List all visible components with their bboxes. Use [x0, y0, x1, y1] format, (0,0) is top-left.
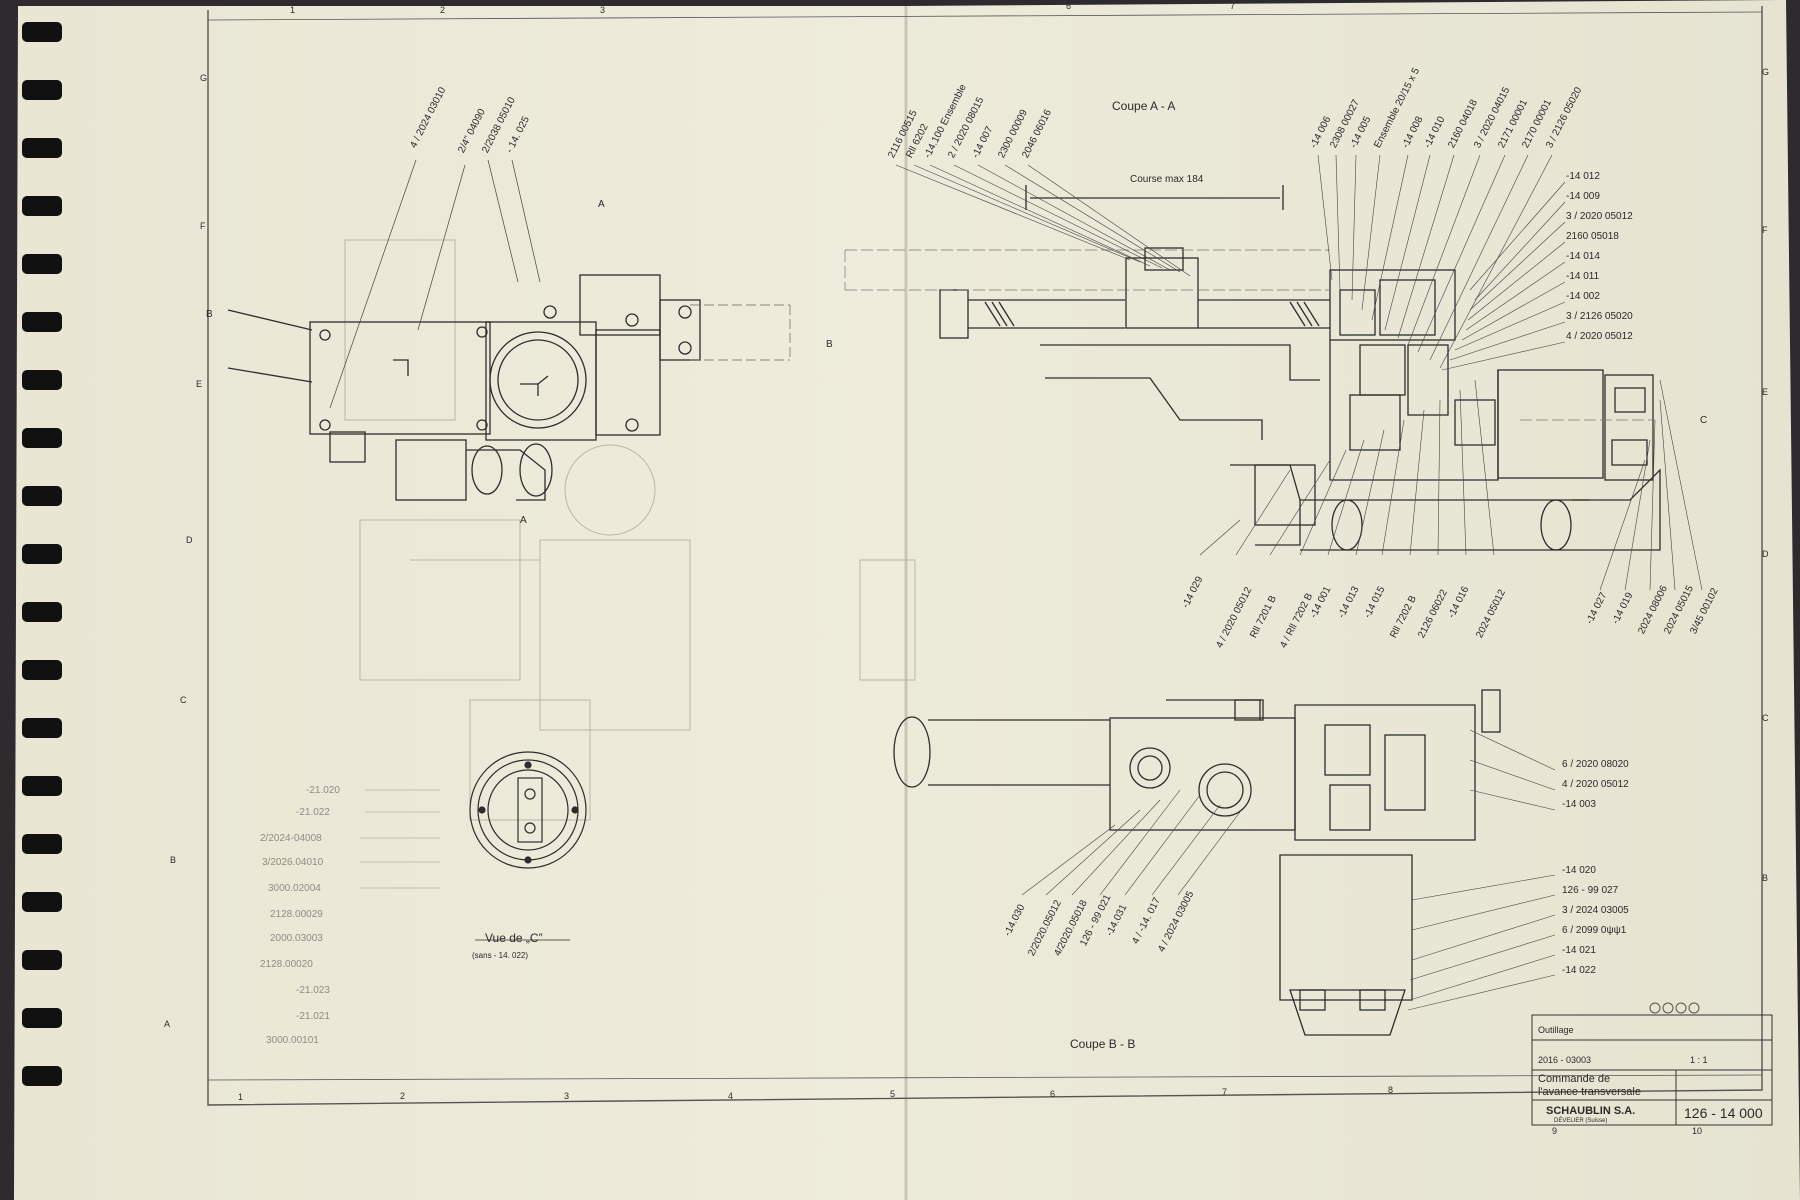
tb-drawing-number: 126 - 14 000 [1684, 1105, 1763, 1121]
bb-list-1: 6 / 2020 08020 [1562, 759, 1629, 770]
aa-list-9: 4 / 2020 05012 [1566, 331, 1633, 342]
sheet-frame [207, 6, 1763, 1106]
border-bottom-1: 1 [238, 1092, 244, 1102]
bb-leaders [1021, 729, 1556, 1011]
ghost-label-7: 2000.03003 [270, 933, 323, 944]
ghost-label-1: -21.020 [306, 785, 340, 796]
bb-list2-3: 3 / 2024 03005 [1562, 905, 1629, 916]
tb-line-a: 2016 - 03003 [1538, 1055, 1592, 1065]
ghost-label-5: 3000.02004 [268, 883, 321, 894]
border-col-2: 2 [440, 5, 446, 15]
border-bottom-4: 4 [728, 1091, 734, 1101]
ghost-label-11: 3000.00101 [266, 1035, 319, 1046]
border-right-b: B [1762, 873, 1769, 883]
border-right-g: G [1762, 67, 1770, 77]
tb-outillage: Outillage [1538, 1025, 1574, 1035]
border-row-e: E [196, 379, 203, 389]
border-bottom-7: 7 [1222, 1087, 1228, 1097]
border-row-c: C [180, 695, 187, 705]
ghost-label-6: 2128.00029 [270, 909, 323, 920]
section-bb [893, 689, 1501, 1036]
border-right-f: F [1762, 225, 1768, 235]
ghost-label-9: -21.023 [296, 985, 330, 996]
border-row-f: F [200, 221, 206, 231]
aa-list-5: -14 014 [1566, 251, 1600, 262]
course-dimension: Course max 184 [1130, 174, 1204, 185]
aa-list-3: 3 / 2020 05012 [1566, 211, 1633, 222]
border-col-1: 1 [290, 5, 296, 15]
border-bottom-9: 9 [1552, 1126, 1558, 1136]
show-through-ghost [344, 239, 916, 821]
border-bottom-8: 8 [1388, 1085, 1394, 1095]
bb-list2-6: -14 022 [1562, 965, 1596, 976]
border-row-b: B [170, 855, 177, 865]
border-bottom-10: 10 [1692, 1126, 1703, 1136]
tb-company-sub: DÉVELIER (Suisse) [1554, 1118, 1608, 1124]
border-row-d: D [186, 535, 193, 545]
section-arrow-b-left: B [206, 309, 213, 320]
border-bottom-2: 2 [400, 1091, 406, 1101]
aa-leaders [895, 154, 1703, 591]
tb-title-line1: Commande de [1538, 1073, 1611, 1085]
bb-list2-2: 126 - 99 027 [1562, 885, 1619, 896]
section-arrow-a-top: A [598, 199, 605, 210]
ghost-label-4: 3/2026.04010 [262, 857, 324, 868]
border-right-e: E [1762, 387, 1769, 397]
aa-list-2: -14 009 [1566, 191, 1600, 202]
view-c-detail [469, 751, 587, 941]
bb-list2-4: 6 / 2099 0ψψ1 [1562, 925, 1627, 936]
border-bottom-5: 5 [890, 1089, 896, 1099]
aa-list-6: -14 011 [1566, 271, 1600, 282]
border-bottom-3: 3 [564, 1091, 570, 1101]
tb-title-line2: l'avance transversale [1538, 1086, 1641, 1098]
section-arrow-c: C [1700, 415, 1708, 426]
tb-line-b: 1 : 1 [1690, 1055, 1708, 1065]
border-row-a: A [164, 1019, 171, 1029]
aa-list-7: -14 002 [1566, 291, 1600, 302]
vue-c-note: (sans - 14. 022) [472, 951, 529, 960]
spiral-binding [22, 22, 62, 1086]
ghost-label-10: -21.021 [296, 1011, 330, 1022]
border-col-6: 6 [1066, 1, 1072, 11]
right-page [906, 0, 1800, 1200]
title-block [1531, 1014, 1773, 1126]
aa-list-8: 3 / 2126 05020 [1566, 311, 1633, 322]
coupe-bb-title: Coupe B - B [1070, 1037, 1136, 1051]
plan-view [227, 274, 701, 501]
section-aa [939, 185, 1661, 551]
bb-list-3: -14 003 [1562, 799, 1596, 810]
bb-list2-1: -14 020 [1562, 865, 1596, 876]
plan-leaders [329, 159, 541, 409]
border-col-7: 7 [1230, 1, 1236, 11]
left-page [14, 6, 906, 1200]
bb-list-2: 4 / 2020 05012 [1562, 779, 1629, 790]
tb-company: SCHAUBLIN S.A. [1546, 1105, 1636, 1117]
bb-list2-5: -14 021 [1562, 945, 1596, 956]
coupe-aa-title: Coupe A - A [1112, 99, 1176, 113]
section-arrow-b-right: B [826, 339, 833, 350]
ghost-label-3: 2/2024-04008 [260, 833, 322, 844]
vue-c-title: Vue de „C” [485, 931, 543, 945]
ghost-label-8: 2128.00020 [260, 959, 313, 970]
border-right-c: C [1762, 713, 1769, 723]
aa-list-4: 2160 05018 [1566, 231, 1619, 242]
border-bottom-6: 6 [1050, 1089, 1056, 1099]
border-col-3: 3 [600, 5, 606, 15]
section-arrow-a-bottom: A [520, 515, 527, 526]
aa-list-1: -14 012 [1566, 171, 1600, 182]
border-row-g: G [200, 73, 208, 83]
border-right-d: D [1762, 549, 1769, 559]
ghost-label-2: -21.022 [296, 807, 330, 818]
